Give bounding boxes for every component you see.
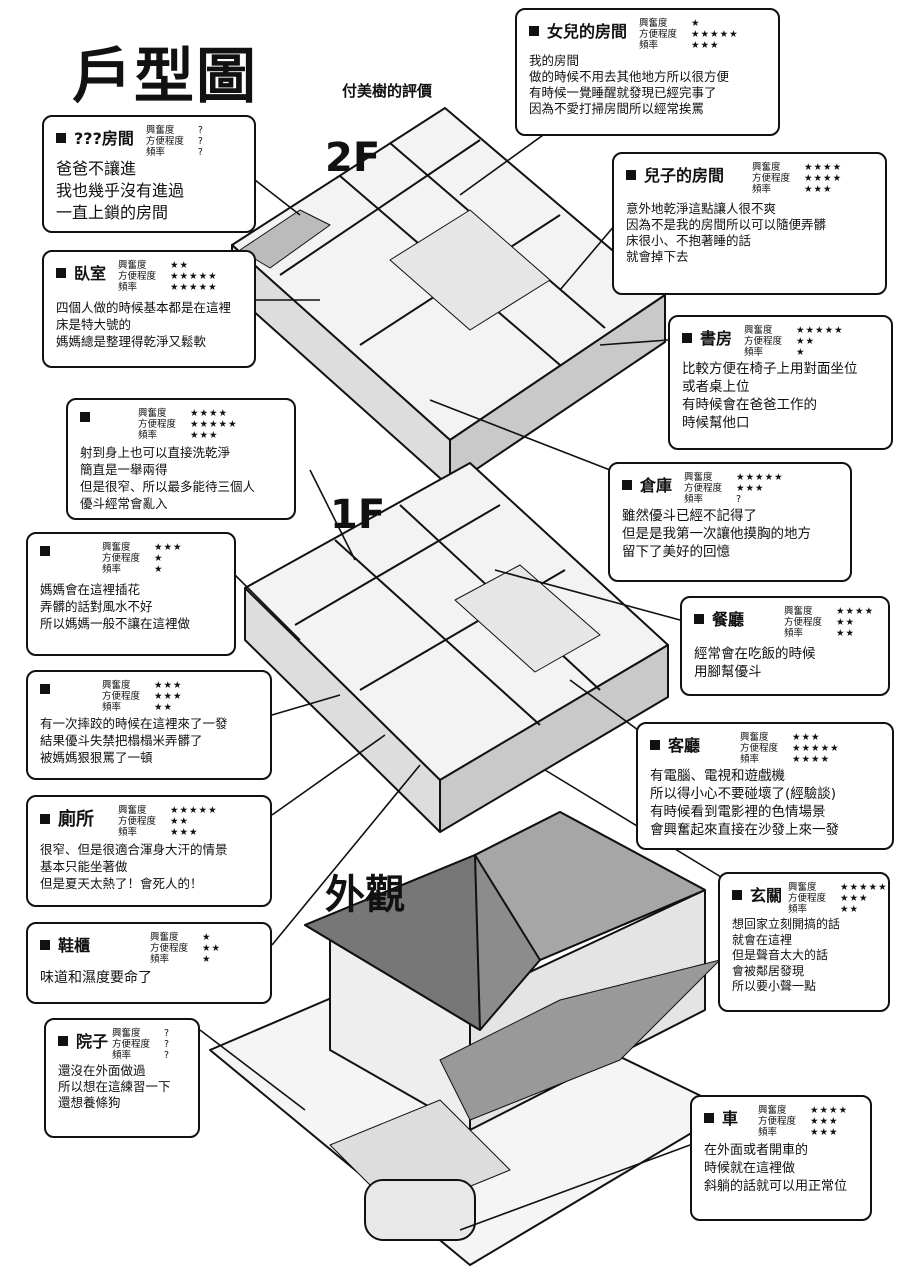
room-ratings: 興奮度★★★ 方便程度★★★★★ 頻率★★★★ <box>740 732 840 765</box>
room-comment: 想回家立刻開搞的話就會在這裡但是聲音太大的話會被鄰居發現所以要小聲一點 <box>732 917 841 993</box>
room-comment: 味道和濕度要命了 <box>40 970 152 986</box>
room-card-son: 兒子的房間 興奮度★★★★ 方便程度★★★★ 頻率★★★ 意外地乾淨這點讓人很不… <box>612 152 887 295</box>
room-ratings: 興奮度★★★★★ 方便程度★★★ 頻率★★ <box>788 882 888 915</box>
room-comment: 很窄、但是很適合渾身大汗的情景基本只能坐著做但是夏天太熱了！會死人的！ <box>40 842 228 891</box>
room-name: 廁所 <box>40 805 94 831</box>
room-ratings: 興奮度★★ 方便程度★★★★★ 頻率★★★★★ <box>118 260 218 293</box>
room-comment: 爸爸不讓進我也幾乎沒有進過一直上鎖的房間 <box>56 159 185 222</box>
room-name: 餐廳 <box>694 606 744 630</box>
room-name <box>80 408 98 427</box>
room-comment: 我的房間做的時候不用去其他地方所以很方便有時候一覺睡醒就發現已經完事了因為不愛打… <box>529 53 730 116</box>
room-card-shoe-cabinet: 鞋櫃 興奮度★ 方便程度★★ 頻率★ 味道和濕度要命了 <box>26 922 272 1004</box>
room-name: 車 <box>704 1105 738 1129</box>
page-subtitle: 付美樹的評價 <box>342 82 433 100</box>
room-ratings: 興奮度★★★★★ 方便程度★★★ 頻率? <box>684 472 784 505</box>
room-ratings: 興奮度? 方便程度? 頻率? <box>145 125 204 158</box>
room-name: 院子 <box>58 1028 108 1052</box>
room-card-storage: 倉庫 興奮度★★★★★ 方便程度★★★ 頻率? 雖然優斗已經不記得了但是是我第一… <box>608 462 852 582</box>
leader-lines <box>199 111 727 1231</box>
room-card-entrance: 玄關 興奮度★★★★★ 方便程度★★★ 頻率★★ 想回家立刻開搞的話就會在這裡但… <box>718 872 890 1012</box>
room-comment: 有電腦、電視和遊戲機所以得小心不要碰壞了(經驗談)有時候看到電影裡的色情場景會興… <box>650 768 839 838</box>
room-comment: 比較方便在椅子上用對面坐位或者桌上位有時候會在爸爸工作的時候幫他口 <box>682 361 858 431</box>
room-name <box>40 542 58 561</box>
room-ratings: 興奮度★★★★★ 方便程度★★ 頻率★★★ <box>118 805 218 838</box>
room-name: 女兒的房間 <box>529 18 627 42</box>
room-card-yard: 院子 興奮度? 方便程度? 頻率? 還沒在外面做過所以想在這練習一下還想養條狗 <box>44 1018 200 1138</box>
room-name <box>40 680 58 699</box>
room-card-car: 車 興奮度★★★★ 方便程度★★★ 頻率★★★ 在外面或者開車的時候就在這裡做斜… <box>690 1095 872 1221</box>
room-card-living: 客廳 興奮度★★★ 方便程度★★★★★ 頻率★★★★ 有電腦、電視和遊戲機所以得… <box>636 722 894 850</box>
room-comment: 還沒在外面做過所以想在這練習一下還想養條狗 <box>58 1063 171 1110</box>
room-card-study: 書房 興奮度★★★★★ 方便程度★★ 頻率★ 比較方便在椅子上用對面坐位或者桌上… <box>668 315 893 450</box>
room-ratings: 興奮度★★★★ 方便程度★★★★ 頻率★★★ <box>752 162 843 195</box>
room-ratings: 興奮度★★★★ 方便程度★★★★★ 頻率★★★ <box>138 408 238 441</box>
room-name: 玄關 <box>732 882 782 906</box>
room-ratings: 興奮度★★★★ 方便程度★★★ 頻率★★★ <box>758 1105 849 1138</box>
first-floor-plan <box>244 462 669 833</box>
floor-label-2f: 2F <box>325 135 381 181</box>
room-name: 鞋櫃 <box>40 932 90 956</box>
room-card-unknown: ???房間 興奮度? 方便程度? 頻率? 爸爸不讓進我也幾乎沒有進過一直上鎖的房… <box>42 115 256 233</box>
room-comment: 意外地乾淨這點讓人很不爽因為不是我的房間所以可以隨便弄髒床很小、不抱著睡的話就會… <box>626 201 827 264</box>
room-card-stairs: 興奮度★★★ 方便程度★★★ 頻率★★ 有一次摔跤的時候在這裡來了一發結果優斗失… <box>26 670 272 780</box>
room-ratings: 興奮度★★★ 方便程度★ 頻率★ <box>102 542 183 575</box>
room-ratings: 興奮度★★★ 方便程度★★★ 頻率★★ <box>102 680 183 713</box>
room-comment: 射到身上也可以直接洗乾淨簡直是一舉兩得但是很窄、所以最多能待三個人優斗經常會亂入 <box>80 445 256 511</box>
room-card-japanese-room: 興奮度★★★ 方便程度★ 頻率★ 媽媽會在這裡插花弄髒的話對風水不好所以媽媽一般… <box>26 532 236 656</box>
room-name: 兒子的房間 <box>626 162 724 186</box>
room-ratings: 興奮度★★★★★ 方便程度★★ 頻率★ <box>744 325 844 358</box>
room-card-daughter: 女兒的房間 興奮度★ 方便程度★★★★★ 頻率★★★ 我的房間做的時候不用去其他… <box>515 8 780 136</box>
room-comment: 媽媽會在這裡插花弄髒的話對風水不好所以媽媽一般不讓在這裡做 <box>40 582 191 631</box>
room-comment: 經常會在吃飯的時候用腳幫優斗 <box>694 646 816 680</box>
room-ratings: 興奮度? 方便程度? 頻率? <box>112 1028 171 1061</box>
house-exterior <box>209 811 731 1266</box>
room-card-toilet: 廁所 興奮度★★★★★ 方便程度★★ 頻率★★★ 很窄、但是很適合渾身大汗的情景… <box>26 795 272 907</box>
floor-label-exterior: 外觀 <box>325 872 405 918</box>
second-floor-plan <box>231 107 666 488</box>
room-comment: 有一次摔跤的時候在這裡來了一發結果優斗失禁把榻榻米弄髒了被媽媽狠狠罵了一頓 <box>40 716 228 765</box>
room-card-bathroom: 興奮度★★★★ 方便程度★★★★★ 頻率★★★ 射到身上也可以直接洗乾淨簡直是一… <box>66 398 296 520</box>
room-comment: 雖然優斗已經不記得了但是是我第一次讓他摸胸的地方留下了美好的回憶 <box>622 508 811 560</box>
room-name: 客廳 <box>650 732 700 756</box>
page-title: 戶型圖 <box>72 42 258 112</box>
room-name: 書房 <box>682 325 732 349</box>
room-card-bedroom: 臥室 興奮度★★ 方便程度★★★★★ 頻率★★★★★ 四個人做的時候基本都是在這… <box>42 250 256 368</box>
room-name: 臥室 <box>56 260 106 284</box>
room-ratings: 興奮度★ 方便程度★★★★★ 頻率★★★ <box>639 18 739 51</box>
room-name: ???房間 <box>56 125 134 149</box>
room-ratings: 興奮度★★★★ 方便程度★★ 頻率★★ <box>784 606 875 639</box>
room-name: 倉庫 <box>622 472 672 496</box>
room-comment: 在外面或者開車的時候就在這裡做斜躺的話就可以用正常位 <box>704 1143 848 1194</box>
room-card-dining: 餐廳 興奮度★★★★ 方便程度★★ 頻率★★ 經常會在吃飯的時候用腳幫優斗 <box>680 596 890 696</box>
room-ratings: 興奮度★ 方便程度★★ 頻率★ <box>150 932 222 965</box>
floor-label-1f: 1F <box>330 492 386 538</box>
room-comment: 四個人做的時候基本都是在這裡床是特大號的媽媽總是整理得乾淨又鬆軟 <box>56 300 232 349</box>
